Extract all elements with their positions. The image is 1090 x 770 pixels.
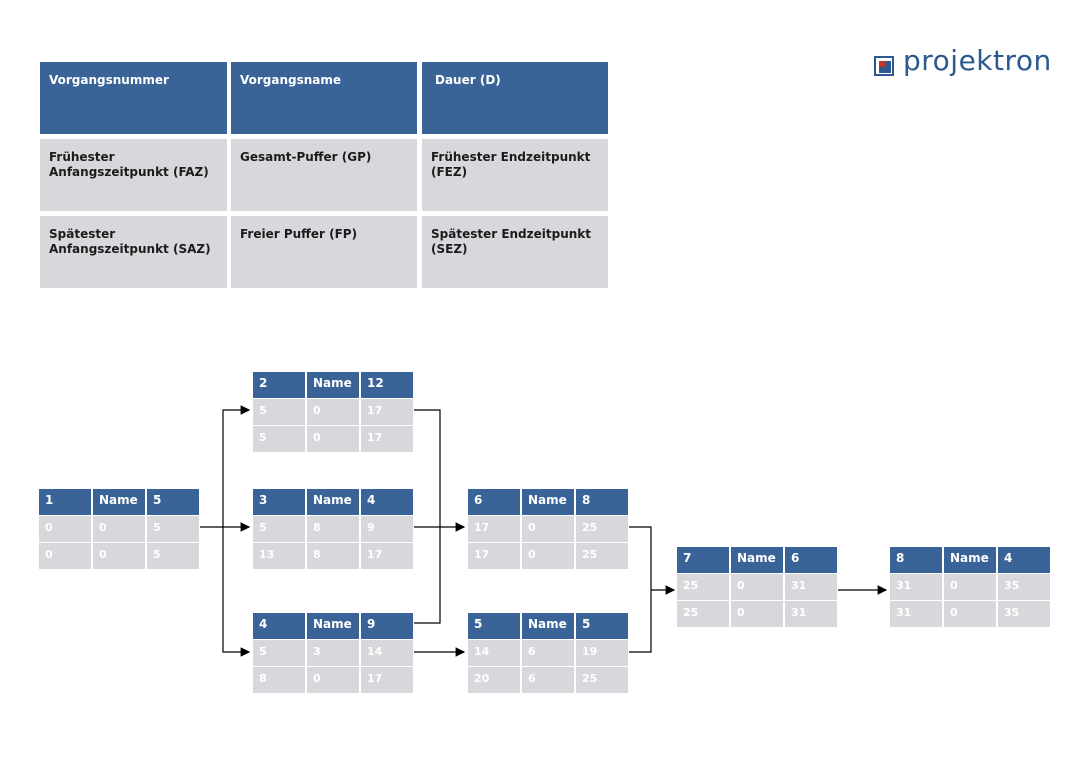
- node-fp: 0: [944, 601, 996, 627]
- node-sez: 31: [785, 601, 837, 627]
- legend-fez: Frühester Endzeitpunkt (FEZ): [422, 139, 608, 211]
- node-name: Name: [307, 372, 359, 398]
- node-duration: 4: [998, 547, 1050, 573]
- node-gp: 0: [93, 516, 145, 542]
- node-name: Name: [307, 613, 359, 639]
- node-name: Name: [522, 613, 574, 639]
- node-saz: 20: [468, 667, 520, 693]
- node-number: 1: [39, 489, 91, 515]
- node-saz: 8: [253, 667, 305, 693]
- brand-name: projektron: [903, 44, 1052, 77]
- node-duration: 4: [361, 489, 413, 515]
- node-fp: 0: [307, 426, 359, 452]
- node-fp: 8: [307, 543, 359, 569]
- node-fez: 17: [361, 399, 413, 425]
- node-duration: 9: [361, 613, 413, 639]
- node-sez: 17: [361, 667, 413, 693]
- node-fp: 0: [307, 667, 359, 693]
- legend-saz: Spätester Anfangszeitpunkt (SAZ): [40, 216, 227, 288]
- node-saz: 25: [677, 601, 729, 627]
- node-duration: 5: [147, 489, 199, 515]
- node-name: Name: [731, 547, 783, 573]
- node-faz: 31: [890, 574, 942, 600]
- node-fez: 19: [576, 640, 628, 666]
- node-sez: 17: [361, 426, 413, 452]
- node-fez: 5: [147, 516, 199, 542]
- legend-sez: Spätester Endzeitpunkt (SEZ): [422, 216, 608, 288]
- node-number: 8: [890, 547, 942, 573]
- node-faz: 5: [253, 516, 305, 542]
- node-faz: 5: [253, 640, 305, 666]
- node-fez: 31: [785, 574, 837, 600]
- node-fp: 0: [522, 543, 574, 569]
- node-faz: 5: [253, 399, 305, 425]
- node-number: 4: [253, 613, 305, 639]
- node-gp: 0: [307, 399, 359, 425]
- node-faz: 0: [39, 516, 91, 542]
- node-fez: 35: [998, 574, 1050, 600]
- node-number: 6: [468, 489, 520, 515]
- node-saz: 31: [890, 601, 942, 627]
- node-sez: 25: [576, 667, 628, 693]
- node-faz: 17: [468, 516, 520, 542]
- node-fez: 14: [361, 640, 413, 666]
- node-duration: 8: [576, 489, 628, 515]
- node-faz: 25: [677, 574, 729, 600]
- legend-header-number: Vorgangsnummer: [40, 62, 227, 134]
- node-saz: 0: [39, 543, 91, 569]
- node-number: 7: [677, 547, 729, 573]
- node-sez: 35: [998, 601, 1050, 627]
- node-name: Name: [944, 547, 996, 573]
- legend-gp: Gesamt-Puffer (GP): [231, 139, 417, 211]
- legend-fp: Freier Puffer (FP): [231, 216, 417, 288]
- node-sez: 17: [361, 543, 413, 569]
- node-duration: 5: [576, 613, 628, 639]
- node-gp: 0: [731, 574, 783, 600]
- node-number: 3: [253, 489, 305, 515]
- projektron-logo-icon: [874, 56, 894, 76]
- node-fez: 9: [361, 516, 413, 542]
- node-number: 2: [253, 372, 305, 398]
- node-number: 5: [468, 613, 520, 639]
- legend-header-name: Vorgangsname: [231, 62, 417, 134]
- node-saz: 13: [253, 543, 305, 569]
- node-fp: 0: [731, 601, 783, 627]
- node-duration: 6: [785, 547, 837, 573]
- node-gp: 8: [307, 516, 359, 542]
- node-saz: 5: [253, 426, 305, 452]
- node-sez: 25: [576, 543, 628, 569]
- node-fp: 0: [93, 543, 145, 569]
- node-saz: 17: [468, 543, 520, 569]
- node-fp: 6: [522, 667, 574, 693]
- node-duration: 12: [361, 372, 413, 398]
- node-gp: 6: [522, 640, 574, 666]
- node-gp: 0: [522, 516, 574, 542]
- node-faz: 14: [468, 640, 520, 666]
- node-gp: 3: [307, 640, 359, 666]
- node-name: Name: [93, 489, 145, 515]
- node-fez: 25: [576, 516, 628, 542]
- legend-faz: Frühester Anfangszeitpunkt (FAZ): [40, 139, 227, 211]
- node-name: Name: [522, 489, 574, 515]
- node-sez: 5: [147, 543, 199, 569]
- legend-header-duration: Dauer (D): [422, 62, 608, 134]
- node-name: Name: [307, 489, 359, 515]
- node-gp: 0: [944, 574, 996, 600]
